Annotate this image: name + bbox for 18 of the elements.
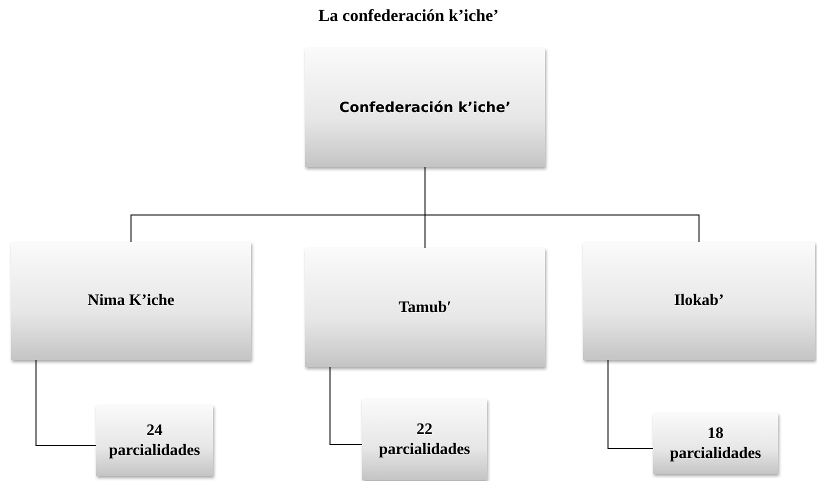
- box-label: 18 parcialidades: [668, 424, 762, 463]
- box-label: 22 parcialidades: [378, 420, 472, 459]
- box-label: Ilokab’: [674, 292, 724, 310]
- diagram-title: La confederación k’iche’: [317, 6, 500, 26]
- org-box: [583, 242, 815, 360]
- org-box: [11, 242, 251, 360]
- org-box: [362, 399, 487, 480]
- org-box: [305, 248, 545, 367]
- connector-line: [36, 360, 96, 446]
- box-label: Nima K’iche: [88, 292, 174, 310]
- connector-line: [330, 366, 362, 445]
- box-label: Confederación k’iche’: [339, 100, 511, 116]
- box-label: 24 parcialidades: [108, 421, 202, 460]
- box-label: Tamub′: [398, 298, 452, 316]
- connector-line: [608, 360, 654, 449]
- org-box: [653, 413, 778, 474]
- org-box: [96, 405, 213, 476]
- org-box: [305, 48, 545, 167]
